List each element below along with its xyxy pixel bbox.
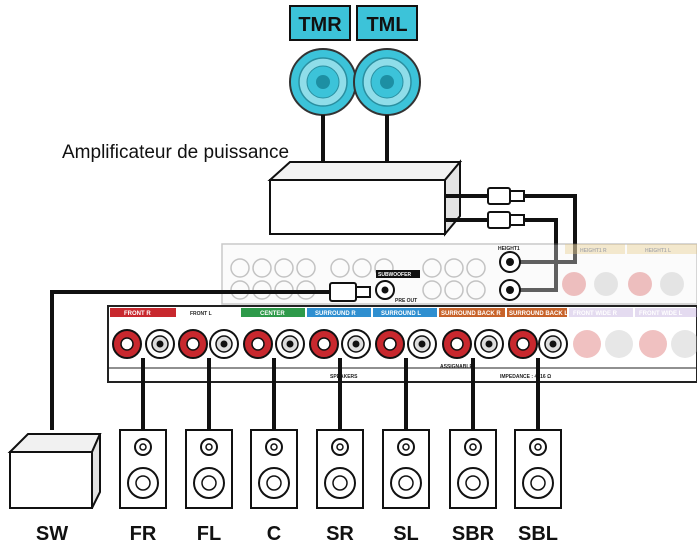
impedance-label: IMPEDANCE : 4~16 Ω bbox=[500, 374, 551, 380]
panel-upper-row bbox=[221, 243, 697, 305]
terminal-label-sr: SURROUND R bbox=[315, 311, 356, 317]
assignable-label: ASSIGNABLE bbox=[440, 364, 473, 370]
height1-l-label: HEIGHT1 L bbox=[645, 248, 671, 254]
height-speaker-tmr: TMR bbox=[289, 5, 357, 116]
tml-tag-label: TML bbox=[366, 14, 407, 36]
terminal-label-fwr: FRONT WIDE R bbox=[573, 311, 618, 317]
speaker-c-icon bbox=[250, 429, 298, 509]
terminal-label-fr: FRONT R bbox=[124, 311, 151, 317]
amp-rca-cables bbox=[445, 187, 577, 292]
speaker-cables bbox=[141, 358, 540, 430]
subwoofer-box bbox=[7, 433, 102, 509]
speaker-sbl-icon bbox=[514, 429, 562, 509]
speakers-label: SPEAKERS bbox=[330, 374, 358, 380]
label-sl: SL bbox=[393, 523, 419, 545]
power-amplifier bbox=[267, 159, 463, 237]
label-c: C bbox=[267, 523, 281, 545]
speaker-fr-icon bbox=[119, 429, 167, 509]
label-sbl: SBL bbox=[518, 523, 558, 545]
pre-out-label: PRE OUT bbox=[395, 298, 417, 304]
height1-preout-jacks: HEIGHT1 bbox=[498, 246, 521, 301]
terminal-label-fl: FRONT L bbox=[190, 311, 212, 317]
terminal-headers: FRONT R FRONT L CENTER SURROUND R SURROU… bbox=[110, 308, 697, 317]
height1-r-label: HEIGHT1 R bbox=[580, 248, 607, 254]
terminal-label-c: CENTER bbox=[260, 311, 285, 317]
height-speaker-tml: TML bbox=[353, 5, 421, 116]
speaker-sbr-icon bbox=[449, 429, 497, 509]
subwoofer-preout-jack: SUBWOOFER bbox=[375, 270, 420, 300]
label-sbr: SBR bbox=[452, 523, 495, 545]
tml-tag-box bbox=[356, 5, 418, 41]
subwoofer-cable bbox=[50, 282, 371, 430]
terminal-label-fwl: FRONT WIDE L bbox=[639, 311, 683, 317]
height1-speaker-terminals: HEIGHT1 R HEIGHT1 L bbox=[562, 244, 697, 296]
label-sw: SW bbox=[36, 523, 68, 545]
speaker-sl-icon bbox=[382, 429, 430, 509]
height1-preout-label: HEIGHT1 bbox=[498, 246, 520, 252]
label-fl: FL bbox=[197, 523, 221, 545]
amplifier-label: Amplificateur de puissance bbox=[62, 142, 289, 163]
tmr-tag-box bbox=[289, 5, 351, 41]
speaker-labels: SW FR FL C SR SL SBR SBL bbox=[36, 523, 558, 545]
tmr-tag-label: TMR bbox=[298, 14, 342, 36]
terminal-label-sl: SURROUND L bbox=[381, 311, 421, 317]
speaker-sr-icon bbox=[316, 429, 364, 509]
subwoofer-label: SUBWOOFER bbox=[378, 272, 411, 278]
terminal-label-sbr: SURROUND BACK R bbox=[441, 311, 501, 317]
speaker-fl-icon bbox=[185, 429, 233, 509]
label-fr: FR bbox=[130, 523, 157, 545]
terminal-label-sbl: SURROUND BACK L bbox=[509, 311, 568, 317]
label-sr: SR bbox=[326, 523, 354, 545]
binding-posts bbox=[112, 329, 697, 359]
